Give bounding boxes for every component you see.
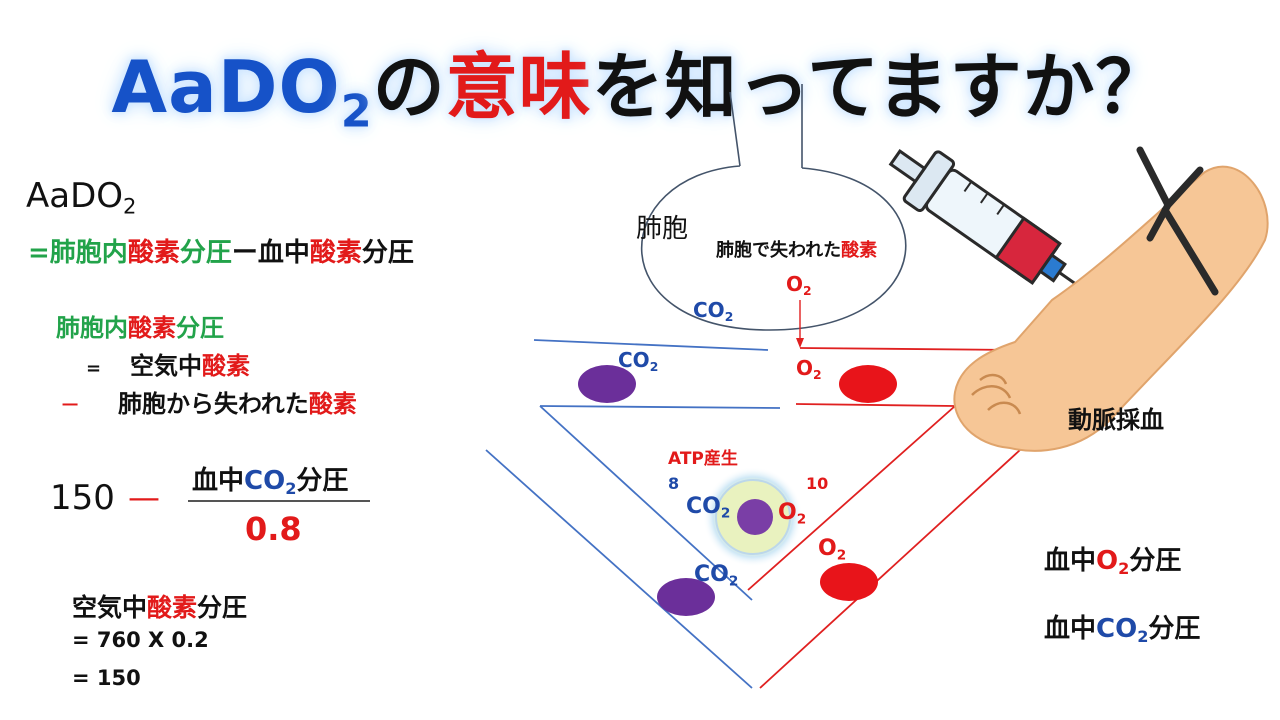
fraction-lhs: 150 bbox=[50, 478, 115, 518]
arm-fist-lines bbox=[971, 373, 1022, 415]
air-line1: = 760 X 0.2 bbox=[72, 628, 209, 652]
capillary-mid-left bbox=[539, 405, 781, 409]
o2-label-alveolus: O2 bbox=[786, 272, 812, 298]
tourniquet bbox=[1136, 146, 1219, 296]
o2-arrow-head bbox=[796, 338, 804, 348]
o2-label-capillary: O2 bbox=[796, 356, 822, 382]
vein-inner-left bbox=[539, 405, 753, 601]
tissue-cell-nucleus bbox=[737, 499, 773, 535]
fraction-bar bbox=[188, 500, 370, 502]
title-aado2: AaDO2 bbox=[111, 45, 373, 138]
rbc-purple-top bbox=[578, 365, 636, 403]
capillary-mid-right bbox=[795, 403, 956, 407]
alveolus-outline bbox=[640, 84, 907, 331]
co2-label-vein: CO2 bbox=[694, 562, 739, 590]
alveolar-line1: =空気中酸素 bbox=[86, 352, 250, 380]
capillary-top-left bbox=[533, 339, 769, 351]
page-title: AaDO2の意味を知ってますか？ bbox=[0, 28, 1280, 138]
fraction-numerator: 血中CO2分圧 bbox=[192, 466, 349, 499]
title-question: を知ってますか？ bbox=[591, 45, 1169, 129]
alveolar-line2: −肺胞から失われた酸素 bbox=[60, 390, 357, 418]
arterial-sampling-label: 動脈採血 bbox=[1068, 406, 1164, 434]
rbc-red-top bbox=[839, 365, 897, 403]
o2-count: 10 bbox=[806, 474, 829, 493]
capillary-top-right bbox=[799, 347, 1021, 351]
artery-inner bbox=[747, 405, 956, 591]
rbc-red-bottom bbox=[820, 563, 878, 601]
alveolus-label: 肺胞 bbox=[636, 214, 689, 244]
lost-oxygen-label: 肺胞で失われた酸素 bbox=[716, 240, 878, 261]
fraction-minus: — bbox=[128, 478, 160, 516]
o2-label-artery: O2 bbox=[818, 536, 847, 564]
rbc-purple-bottom bbox=[657, 578, 715, 616]
formula-equation: =肺胞内酸素分圧ー血中酸素分圧 bbox=[28, 238, 414, 268]
co2-label-alveolus: CO2 bbox=[693, 298, 734, 324]
blood-o2-label: 血中O2分圧 bbox=[1044, 546, 1182, 579]
co2-count: 8 bbox=[668, 474, 680, 493]
o2-label-cell: O2 bbox=[778, 500, 807, 528]
fraction-denominator: 0.8 bbox=[245, 510, 302, 548]
title-meaning: 意味 bbox=[445, 45, 592, 129]
co2-label-cell: CO2 bbox=[686, 494, 731, 522]
air-line2: = 150 bbox=[72, 666, 141, 690]
alveolar-label: 肺胞内酸素分圧 bbox=[56, 314, 224, 342]
co2-label-capillary: CO2 bbox=[618, 348, 659, 374]
syringe-illustration bbox=[888, 149, 1090, 295]
air-label: 空気中酸素分圧 bbox=[72, 593, 248, 622]
vein-outer-left bbox=[485, 449, 753, 689]
title-no: の bbox=[372, 45, 446, 129]
blood-co2-label: 血中CO2分圧 bbox=[1044, 614, 1201, 647]
atp-label: ATP産生 bbox=[668, 449, 738, 469]
artery-outer bbox=[759, 449, 1021, 689]
formula-heading: AaDO2 bbox=[26, 176, 137, 219]
